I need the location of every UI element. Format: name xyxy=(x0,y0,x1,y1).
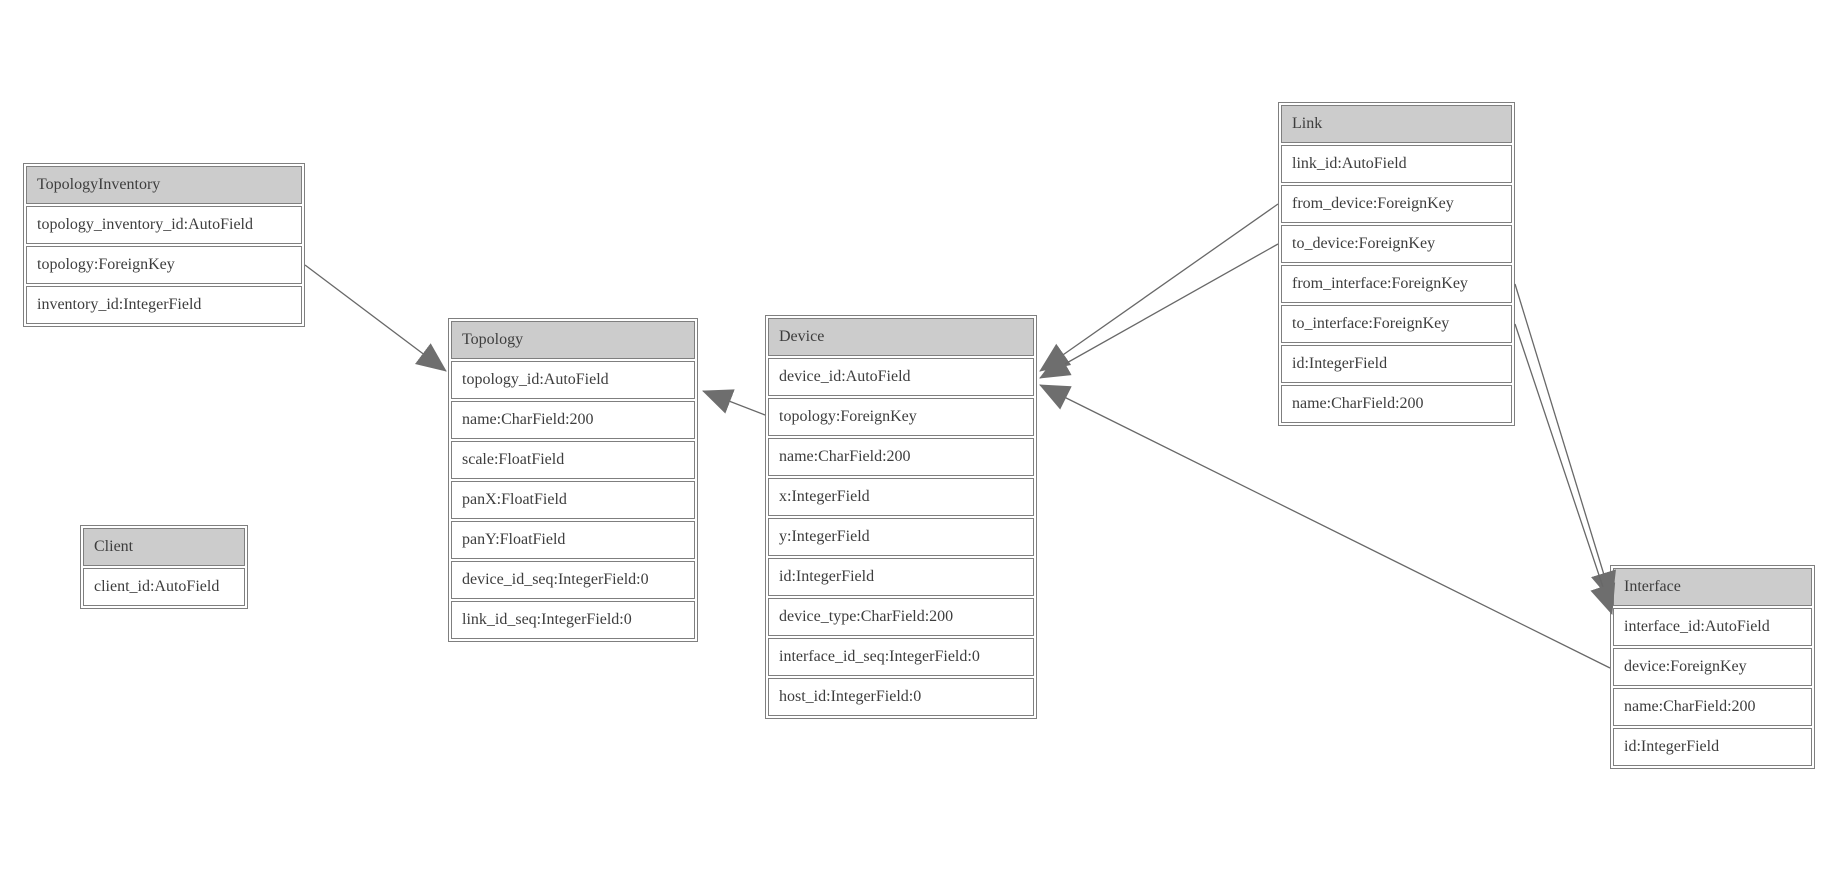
field-row-name: name:CharField:200 xyxy=(451,401,695,439)
entity-title-topology: Topology xyxy=(451,321,695,359)
field-row-x: x:IntegerField xyxy=(768,478,1034,516)
field-row-name: name:CharField:200 xyxy=(768,438,1034,476)
field-row-device_id_seq: device_id_seq:IntegerField:0 xyxy=(451,561,695,599)
field-row-id: id:IntegerField xyxy=(768,558,1034,596)
entity-title-client: Client xyxy=(83,528,245,566)
field-row-topology: topology:ForeignKey xyxy=(26,246,302,284)
field-row-host_id: host_id:IntegerField:0 xyxy=(768,678,1034,716)
field-row-id: id:IntegerField xyxy=(1281,345,1512,383)
field-row-y: y:IntegerField xyxy=(768,518,1034,556)
field-row-client_id: client_id:AutoField xyxy=(83,568,245,606)
field-row-inventory_id: inventory_id:IntegerField xyxy=(26,286,302,324)
field-row-topology_id: topology_id:AutoField xyxy=(451,361,695,399)
entity-title-topologyinventory: TopologyInventory xyxy=(26,166,302,204)
edge-interface-device-to-device xyxy=(1039,384,1611,669)
field-row-id: id:IntegerField xyxy=(1613,728,1812,766)
field-row-link_id: link_id:AutoField xyxy=(1281,145,1512,183)
field-row-topology: topology:ForeignKey xyxy=(768,398,1034,436)
edge-link-from-interface-to-interface xyxy=(1514,283,1616,602)
field-row-interface_id: interface_id:AutoField xyxy=(1613,608,1812,646)
field-row-device_type: device_type:CharField:200 xyxy=(768,598,1034,636)
field-row-to_device: to_device:ForeignKey xyxy=(1281,225,1512,263)
field-row-panY: panY:FloatField xyxy=(451,521,695,559)
field-row-device: device:ForeignKey xyxy=(1613,648,1812,686)
field-row-link_id_seq: link_id_seq:IntegerField:0 xyxy=(451,601,695,639)
entity-title-interface: Interface xyxy=(1613,568,1812,606)
field-row-device_id: device_id:AutoField xyxy=(768,358,1034,396)
field-row-topology_inventory_id: topology_inventory_id:AutoField xyxy=(26,206,302,244)
edge-link-from-device-to-device xyxy=(1039,203,1279,372)
edge-link-to-interface-to-interface xyxy=(1514,323,1616,615)
edge-device-topology-to-topology xyxy=(702,389,766,416)
field-row-name: name:CharField:200 xyxy=(1281,385,1512,423)
field-row-from_interface: from_interface:ForeignKey xyxy=(1281,265,1512,303)
edge-link-to-device-to-device xyxy=(1039,243,1279,379)
field-row-scale: scale:FloatField xyxy=(451,441,695,479)
entity-title-device: Device xyxy=(768,318,1034,356)
edge-topologyinventory-topology-to-topology xyxy=(304,264,447,372)
entity-title-link: Link xyxy=(1281,105,1512,143)
field-row-to_interface: to_interface:ForeignKey xyxy=(1281,305,1512,343)
field-row-interface_id_seq: interface_id_seq:IntegerField:0 xyxy=(768,638,1034,676)
field-row-from_device: from_device:ForeignKey xyxy=(1281,185,1512,223)
field-row-panX: panX:FloatField xyxy=(451,481,695,519)
field-row-name: name:CharField:200 xyxy=(1613,688,1812,726)
